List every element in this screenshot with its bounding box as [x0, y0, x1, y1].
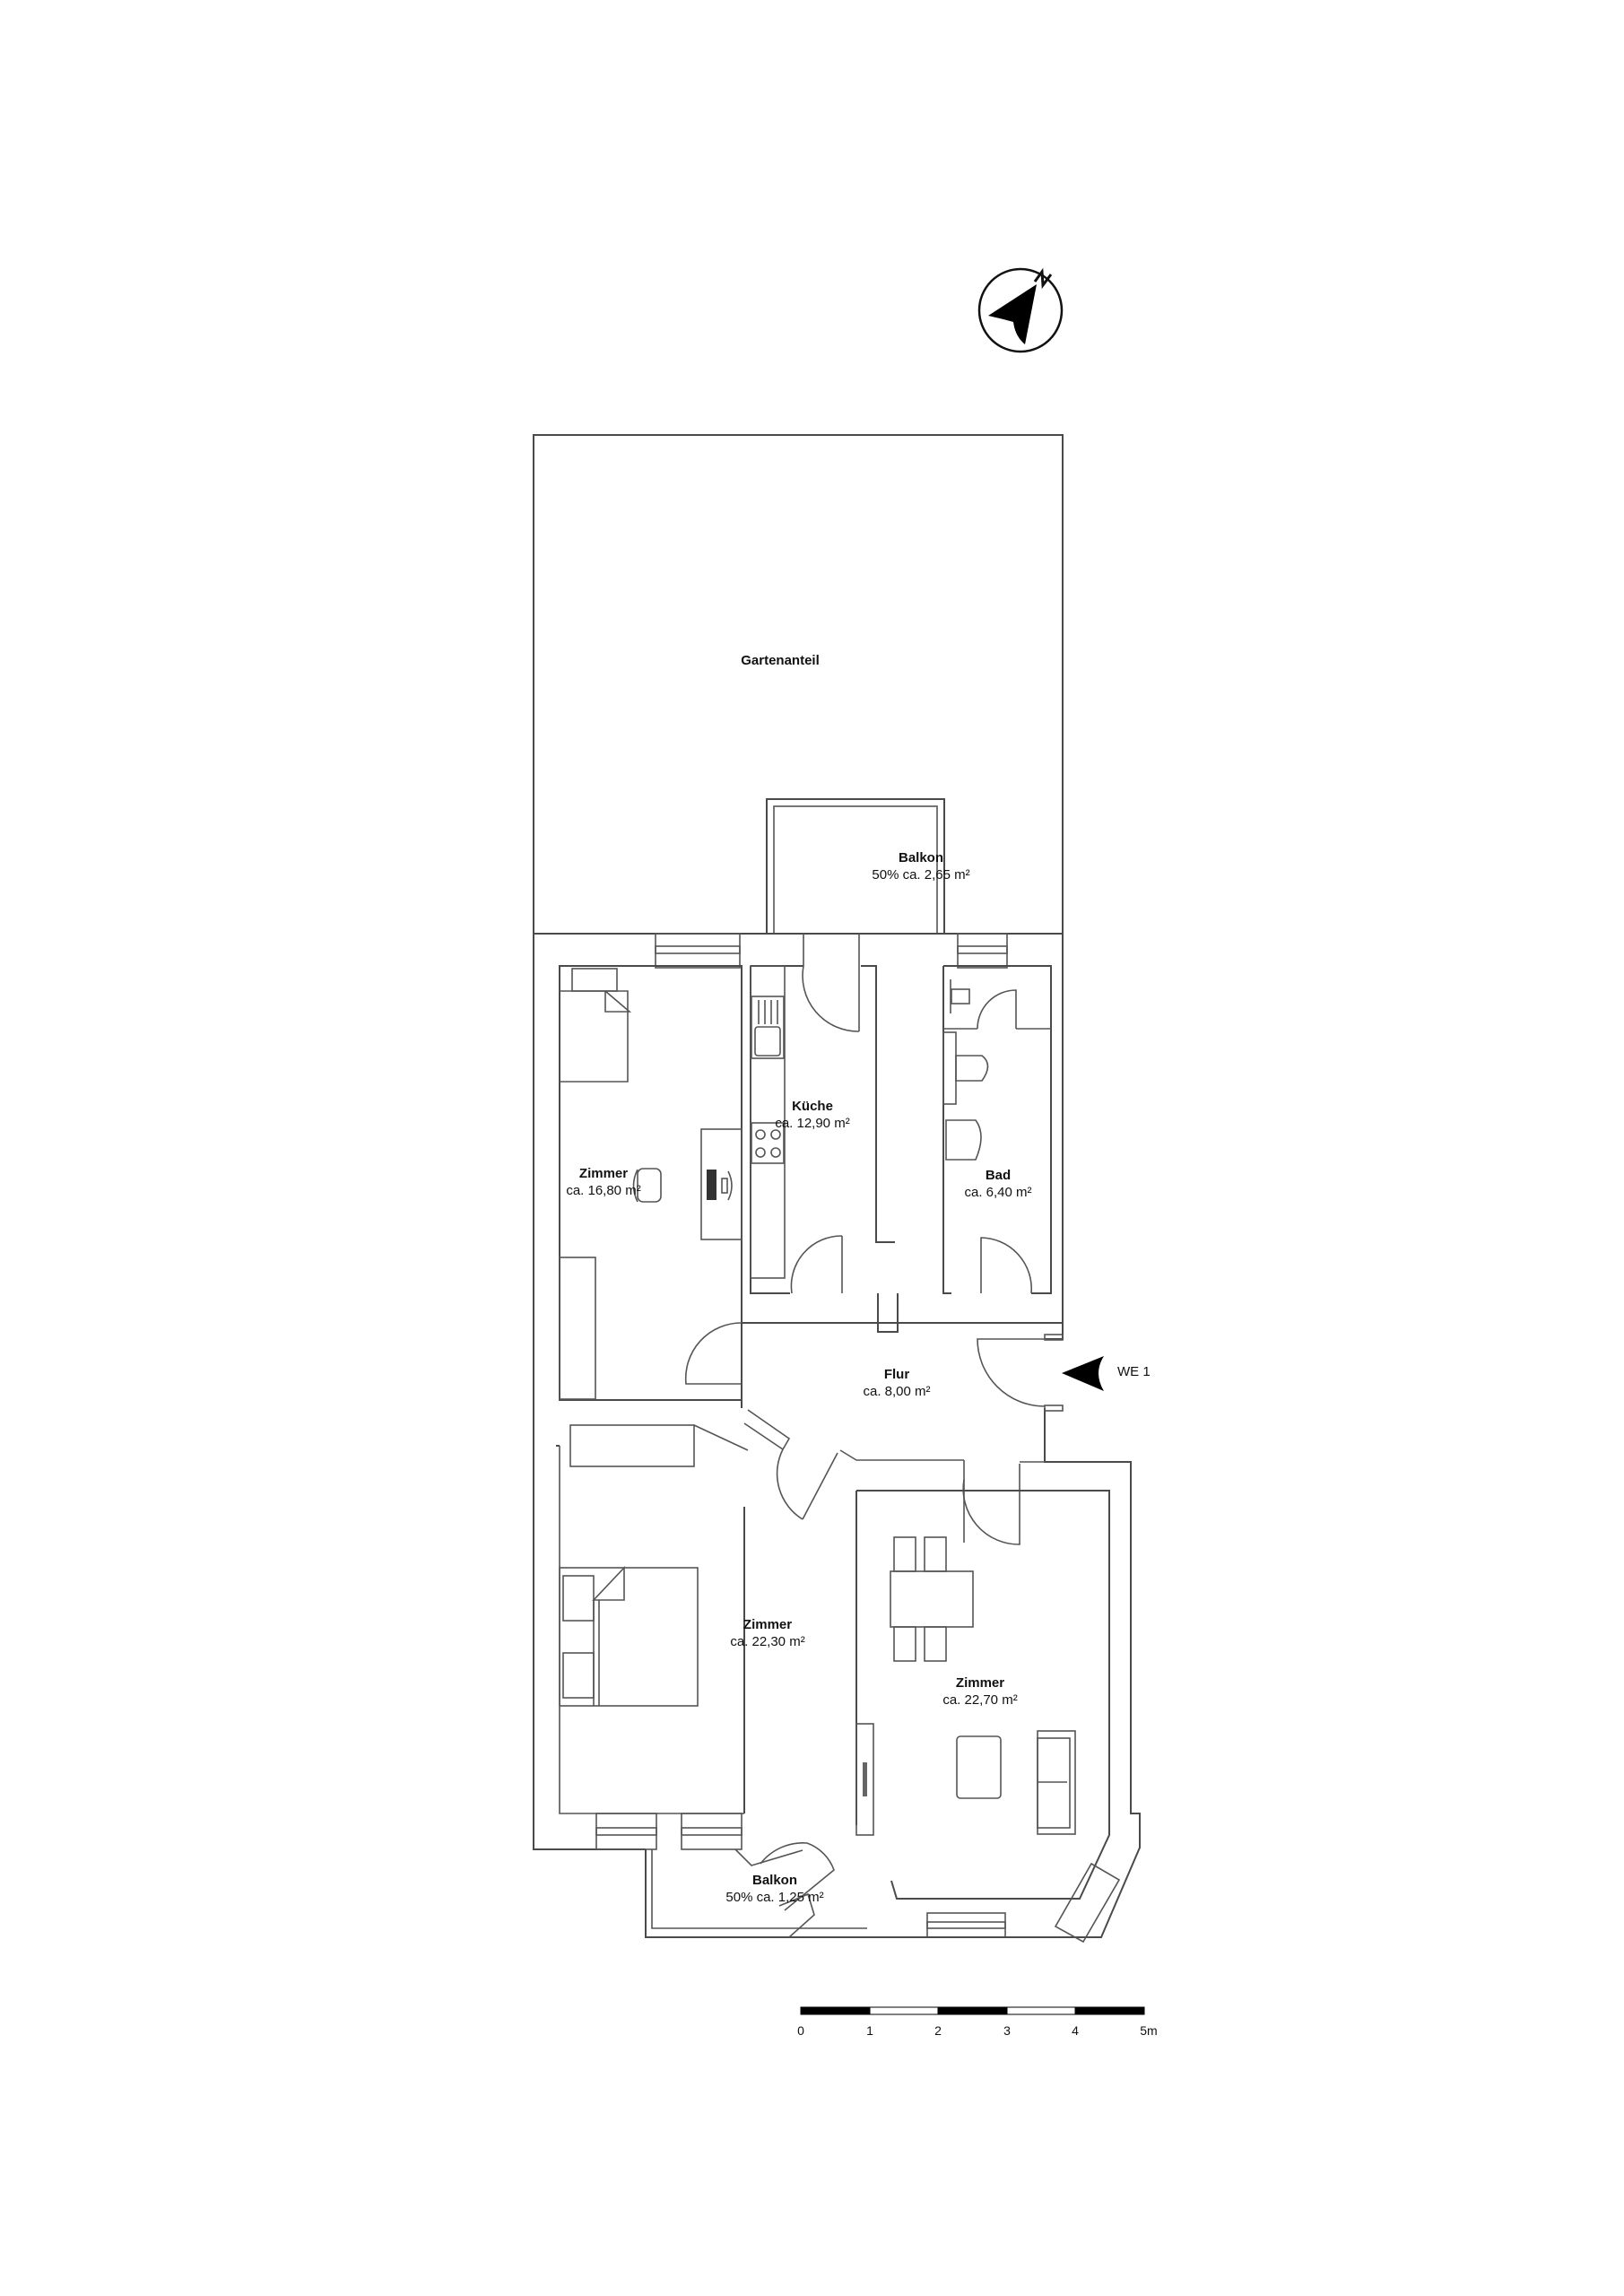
room-name: Zimmer	[955, 1675, 1005, 1691]
room-area: ca. 8,00 m²	[863, 1383, 931, 1399]
room-zimmer-3	[855, 1490, 1121, 1944]
scale-tick-5: 5m	[1140, 2023, 1158, 2038]
scale-tick-1: 1	[866, 2023, 873, 2038]
room-label-zimmer-3: Zimmer ca. 22,70 m²	[942, 1675, 1017, 1709]
window-zimmer-2-right	[681, 1813, 743, 1850]
room-name: Flur	[883, 1367, 910, 1382]
room-name: Balkon	[898, 850, 943, 865]
room-zimmer-2	[556, 1424, 749, 1813]
room-area: ca. 22,30 m²	[730, 1633, 805, 1649]
north-arrow-icon	[977, 267, 1064, 353]
room-area: 50% ca. 2,65 m²	[872, 866, 970, 883]
entrance-label: WE 1	[1117, 1364, 1151, 1379]
room-area: ca. 22,70 m²	[942, 1692, 1018, 1708]
room-name: Zimmer	[578, 1166, 629, 1181]
scale-bar	[800, 2006, 1145, 2015]
window-zimmer-1	[655, 933, 741, 969]
room-name: Bad	[985, 1168, 1012, 1183]
room-label-balkon-top: Balkon 50% ca. 2,65 m²	[872, 850, 969, 884]
room-area: 50% ca. 1,25 m²	[725, 1889, 824, 1905]
balcony-bottom	[645, 1842, 1027, 1938]
room-bad	[942, 965, 1052, 1294]
scale-tick-3: 3	[1003, 2023, 1011, 2038]
exterior-walls	[533, 933, 1141, 1938]
room-zimmer-1	[559, 965, 743, 1401]
room-area: ca. 6,40 m²	[964, 1184, 1032, 1200]
room-name: Zimmer	[743, 1617, 793, 1632]
room-label-zimmer-2: Zimmer ca. 22,30 m²	[730, 1617, 804, 1651]
garden-area	[533, 434, 1064, 935]
room-name: Balkon	[751, 1873, 797, 1888]
room-label-gartenanteil: Gartenanteil	[741, 653, 820, 670]
room-label-balkon-bottom: Balkon 50% ca. 1,25 m²	[725, 1873, 823, 1907]
window-bad	[957, 933, 1008, 969]
scale-tick-4: 4	[1072, 2023, 1079, 2038]
room-label-flur: Flur ca. 8,00 m²	[863, 1367, 930, 1401]
room-flur	[684, 1322, 1064, 1545]
room-area: ca. 16,80 m²	[566, 1182, 641, 1198]
scale-tick-2: 2	[934, 2023, 942, 2038]
entrance-arrow-icon	[1062, 1356, 1104, 1391]
room-label-kueche: Küche ca. 12,90 m²	[775, 1099, 849, 1133]
room-name: Gartenanteil	[741, 653, 820, 668]
room-area: ca. 12,90 m²	[775, 1115, 850, 1131]
room-name: Küche	[792, 1099, 833, 1114]
room-label-bad: Bad ca. 6,40 m²	[964, 1168, 1031, 1202]
window-zimmer-2-left	[595, 1813, 657, 1850]
room-label-zimmer-1: Zimmer ca. 16,80 m²	[566, 1166, 640, 1200]
scale-tick-0: 0	[797, 2023, 804, 2038]
room-kueche	[750, 934, 899, 1333]
